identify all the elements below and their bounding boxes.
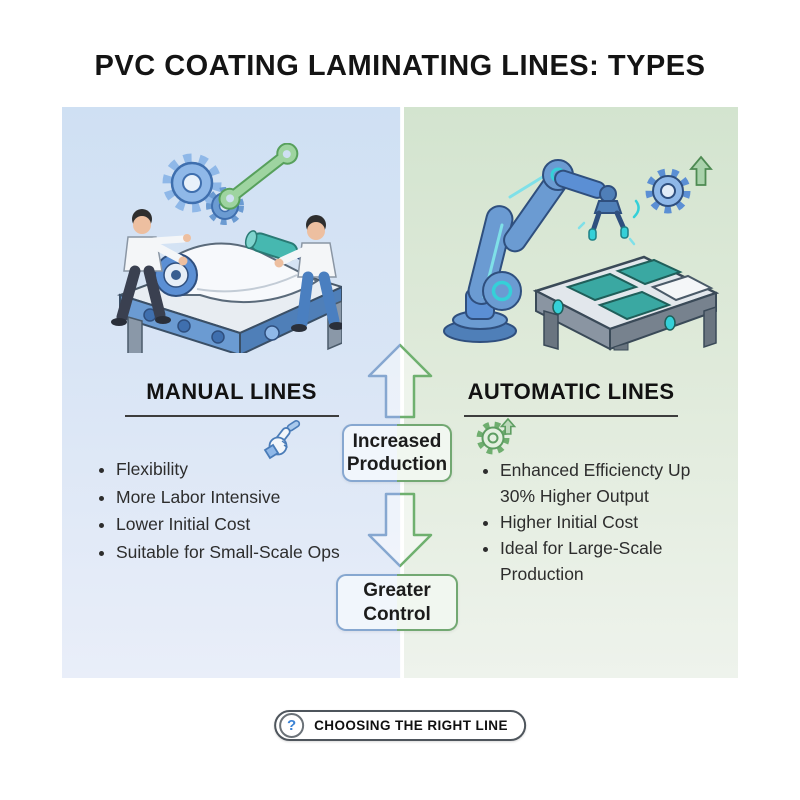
panel-divider bbox=[400, 107, 404, 678]
wrench-icon bbox=[218, 143, 299, 210]
manual-bullet-list: Flexibility More Labor Intensive Lower I… bbox=[116, 456, 396, 566]
list-item: Enhanced Efficiencty Up 30% Higher Outpu… bbox=[500, 457, 700, 509]
list-item: Flexibility bbox=[116, 456, 396, 484]
list-item: Ideal for Large-Scale Production bbox=[500, 535, 700, 587]
up-arrow-icon bbox=[367, 343, 433, 419]
pointing-hand-icon bbox=[263, 420, 301, 460]
automatic-bullet-list: Enhanced Efficiencty Up 30% Higher Outpu… bbox=[500, 457, 700, 587]
manual-lines-panel: MANUAL LINES Flexibility More Labor Inte… bbox=[62, 107, 401, 678]
automatic-heading-underline bbox=[464, 415, 678, 417]
worker-left bbox=[111, 209, 191, 326]
page-title: PVC COATING LAMINATING LINES: TYPES bbox=[94, 50, 706, 82]
material-roll bbox=[154, 242, 319, 304]
list-item: More Labor Intensive bbox=[116, 484, 396, 512]
automatic-lines-panel: AUTOMATIC LINES Enhanced Efficiencty Up … bbox=[404, 107, 738, 678]
gear-growth-icon bbox=[645, 155, 713, 214]
greater-control-box: Greater Control bbox=[336, 574, 458, 631]
increased-production-label: Increased Production bbox=[344, 426, 450, 480]
footer-label: CHOOSING THE RIGHT LINE bbox=[314, 718, 508, 733]
list-item: Suitable for Small-Scale Ops bbox=[116, 539, 396, 567]
increased-production-box: Increased Production bbox=[342, 424, 452, 482]
list-item: Lower Initial Cost bbox=[116, 511, 396, 539]
automatic-lines-heading: AUTOMATIC LINES bbox=[467, 379, 675, 404]
manual-heading-underline bbox=[124, 415, 339, 417]
gear-up-arrow-icon bbox=[476, 417, 517, 455]
down-arrow-icon bbox=[367, 492, 433, 568]
worker-right bbox=[274, 215, 342, 332]
list-item: Higher Initial Cost bbox=[500, 509, 700, 535]
choosing-right-line-badge[interactable]: ? CHOOSING THE RIGHT LINE bbox=[274, 710, 526, 741]
manual-lines-heading: MANUAL LINES bbox=[146, 379, 317, 404]
robot-arm bbox=[443, 159, 640, 343]
panel-table bbox=[532, 255, 720, 351]
greater-control-label: Greater Control bbox=[338, 576, 456, 629]
robot-arm-illustration bbox=[443, 155, 720, 351]
manual-machine-illustration bbox=[111, 143, 342, 353]
question-mark-icon: ? bbox=[279, 713, 305, 738]
